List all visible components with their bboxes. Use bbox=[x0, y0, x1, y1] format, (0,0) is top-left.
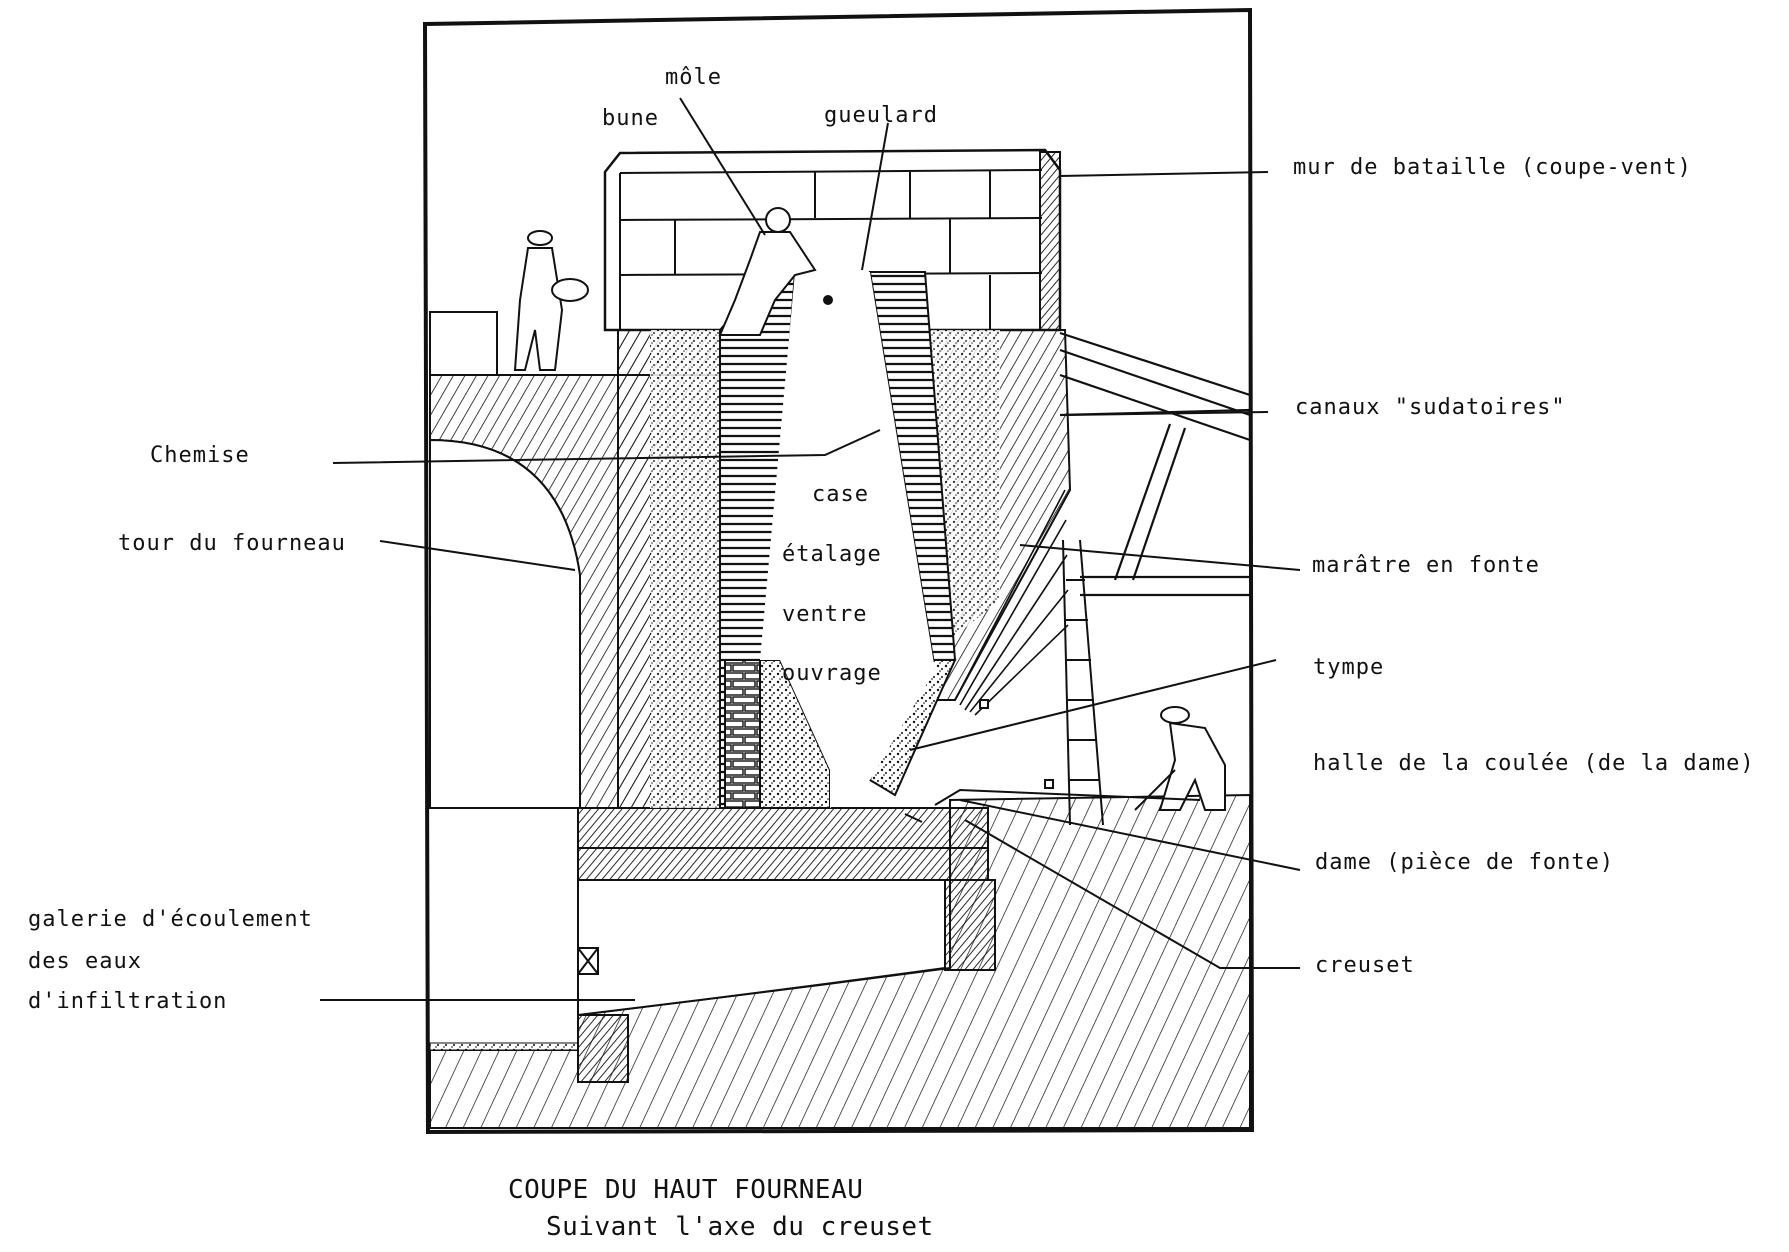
hearth-base bbox=[577, 807, 989, 881]
leader-lines bbox=[320, 97, 1301, 1001]
casting-hall-roof bbox=[1059, 331, 1251, 597]
worker-right-figure bbox=[1134, 706, 1226, 811]
window-icon bbox=[1044, 779, 1054, 789]
label-gueulard: gueulard bbox=[824, 103, 938, 128]
label-chemise: Chemise bbox=[150, 443, 250, 468]
grate-icon bbox=[577, 947, 599, 975]
label-dame: dame (pièce de fonte) bbox=[1315, 850, 1614, 875]
label-galerie-line1: galerie d'écoulement bbox=[28, 907, 313, 932]
diagram-title: COUPE DU HAUT FOURNEAU bbox=[508, 1175, 863, 1205]
drainage-gallery bbox=[577, 879, 996, 1017]
tower-right bbox=[868, 271, 1072, 797]
maratre-struts bbox=[954, 489, 1069, 716]
label-galerie-line2: des eaux bbox=[28, 949, 142, 974]
label-creuset: creuset bbox=[1315, 953, 1415, 978]
label-bune: bune bbox=[602, 106, 659, 131]
label-etalage: étalage bbox=[782, 542, 882, 567]
label-canaux-sudatoires: canaux "sudatoires" bbox=[1295, 395, 1566, 420]
label-tour-du-fourneau: tour du fourneau bbox=[118, 531, 346, 556]
dame-detail bbox=[904, 788, 1201, 823]
battle-wall bbox=[603, 148, 1062, 332]
worker-top-figure bbox=[718, 207, 833, 336]
label-tympe: tympe bbox=[1313, 655, 1384, 680]
window-icon bbox=[979, 699, 989, 709]
label-ventre: ventre bbox=[782, 602, 867, 627]
label-halle-de-la-coulee: halle de la coulée (de la dame) bbox=[1313, 751, 1755, 776]
drawing-frame bbox=[422, 7, 1255, 1135]
label-galerie-line3: d'infiltration bbox=[28, 989, 227, 1014]
worker-left-figure bbox=[513, 230, 589, 371]
label-ouvrage: ouvrage bbox=[782, 661, 882, 686]
ladder-icon bbox=[1062, 539, 1104, 826]
label-mole: môle bbox=[665, 65, 722, 90]
label-mur-de-bataille: mur de bataille (coupe-vent) bbox=[1293, 155, 1692, 180]
diagram-subtitle: Suivant l'axe du creuset bbox=[546, 1212, 934, 1242]
furnace-shaft bbox=[760, 272, 935, 808]
tower-left bbox=[617, 271, 831, 809]
label-maratre: marâtre en fonte bbox=[1312, 553, 1540, 578]
label-case: case bbox=[812, 482, 869, 507]
